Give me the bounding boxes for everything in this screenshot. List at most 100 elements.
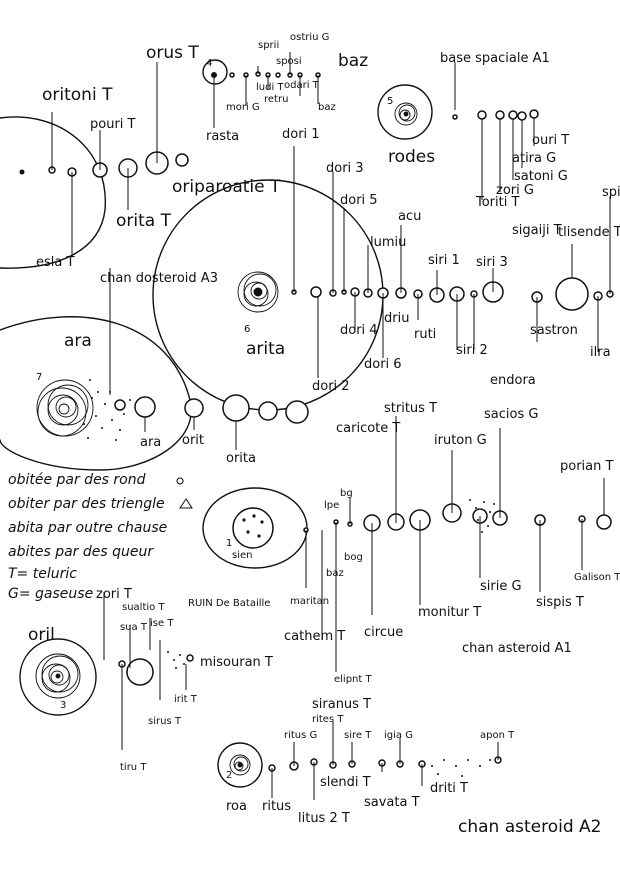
star-7: [36, 379, 94, 437]
label-sispis: sispis T: [536, 595, 584, 610]
orbit-rodes: [377, 84, 433, 140]
label-ruin: RUIN De Bataille: [188, 598, 270, 609]
label-apon: apon T: [480, 730, 515, 741]
label-satoni: satoni G: [514, 169, 568, 184]
label-toriti: Toriti T: [475, 195, 519, 210]
label-porian: porian T: [560, 459, 614, 474]
label-iruton: iruton G: [434, 433, 487, 448]
label-ilra: ilra: [590, 345, 611, 360]
label-acu: acu: [398, 209, 421, 224]
label-esla: esla T: [36, 255, 74, 270]
label-arita: arita: [246, 339, 285, 359]
star-3: [35, 653, 81, 699]
label-dori3: dori 3: [326, 161, 364, 176]
label-oritoni: oritoni T: [42, 85, 113, 105]
label-orit: orit: [182, 433, 204, 448]
number-1: 1: [226, 538, 232, 549]
label-siranus: siranus T: [312, 697, 371, 712]
number-2: 2: [226, 770, 232, 781]
label-ritus: ritus: [262, 799, 291, 814]
label-driti: driti T: [430, 781, 468, 796]
label-base-spaciale: base spaciale A1: [440, 51, 550, 66]
label-ritusg: ritus G: [284, 730, 317, 741]
label-chan-a3: chan dosteroid A3: [100, 271, 218, 286]
label-tiru: tiru T: [120, 762, 147, 773]
label-atira: atira G: [512, 151, 556, 166]
asteroid-dust-a1: [469, 499, 495, 533]
orbit-left-top: [0, 116, 106, 269]
asteroid-dust-ara: [83, 379, 131, 441]
label-litus2: litus 2 T: [298, 811, 350, 826]
label-sacios: sacios G: [484, 407, 538, 422]
label-orita-2: orita: [226, 451, 256, 466]
label-monitur: monitur T: [418, 605, 481, 620]
orbit-roa: [217, 742, 263, 788]
asteroid-dust-misouran: [167, 651, 185, 669]
label-ouri: ouri T: [532, 133, 569, 148]
label-sire: sire T: [344, 730, 372, 741]
label-slendi: slendi T: [320, 775, 371, 790]
label-elipnt: elipnt T: [334, 674, 372, 685]
orbit-sun-4: [202, 59, 228, 85]
label-cathem: cathem T: [284, 629, 345, 644]
label-stritus: stritus T: [384, 401, 437, 416]
label-misouran: misouran T: [200, 655, 273, 670]
label-sigaiji: sigaiji T: [512, 223, 562, 238]
label-ludi: ludi T: [256, 82, 284, 93]
label-bog: bog: [344, 552, 363, 563]
label-sposi: sposi: [276, 56, 302, 67]
label-siri2: siri 2: [456, 343, 488, 358]
label-retru: retru: [264, 94, 288, 105]
label-baz-small: baz: [318, 102, 336, 113]
legend-line-4: abites par des queur: [8, 544, 154, 560]
label-igia: igia G: [384, 730, 413, 741]
legend-line-5: T= teluric: [8, 566, 77, 582]
legend-line-2: obiter par des triengle: [8, 496, 165, 512]
number-5: 5: [387, 96, 393, 107]
star-6: [237, 271, 279, 313]
legend-line-6: G= gaseuse: [8, 586, 93, 602]
label-driu: driu: [384, 311, 409, 326]
legend: obitée par des rond obiter par des trien…: [8, 472, 193, 602]
label-rasta: rasta: [206, 129, 239, 144]
label-siri1: siri 1: [428, 253, 460, 268]
label-orita: orita T: [116, 211, 172, 231]
label-odari: odari T: [284, 80, 320, 91]
number-6: 6: [244, 324, 250, 335]
label-dori6: dori 6: [364, 357, 402, 372]
label-sualtio: sualtio T: [122, 602, 165, 613]
label-dori4: dori 4: [340, 323, 378, 338]
label-lpe: lpe: [324, 500, 339, 511]
label-oril: oril: [28, 625, 55, 645]
label-dori1: dori 1: [282, 127, 320, 142]
label-galison: Galison T: [574, 572, 620, 583]
star-2: [229, 754, 251, 776]
label-lumiu: lumiu: [370, 235, 406, 250]
labels: oritoni T pouri T orus T orita T esla T …: [28, 32, 620, 837]
label-bg: bg: [340, 488, 353, 499]
legend-circle-mark: [176, 477, 184, 485]
orbit-oril: [19, 638, 97, 716]
label-rodes: rodes: [388, 147, 435, 167]
label-mori: mori G: [226, 102, 260, 113]
label-ara: ara: [140, 435, 161, 450]
label-chan-a1: chan asteroid A1: [462, 641, 572, 656]
label-irit: irit T: [174, 694, 198, 705]
legend-line-1: obitée par des rond: [8, 472, 146, 488]
number-7: 7: [36, 372, 42, 383]
asteroid-dust-a2: [431, 759, 491, 777]
label-ara-title: ara: [64, 331, 92, 351]
label-rites: rites T: [312, 714, 344, 725]
orbit-ara: [0, 316, 192, 471]
label-sastron: sastron: [530, 323, 578, 338]
label-ostriu: ostriu G: [290, 32, 329, 43]
label-zori: zori G: [496, 183, 534, 198]
label-maritan: maritan: [290, 596, 329, 607]
label-circue: circue: [364, 625, 403, 640]
star-sien: [232, 507, 274, 549]
label-tlisende: tlisende T: [558, 225, 620, 240]
label-ruti: ruti: [414, 327, 436, 342]
label-sirus: sirus T: [148, 716, 182, 727]
star-5: [394, 102, 418, 126]
label-caricote: caricote T: [336, 421, 400, 436]
